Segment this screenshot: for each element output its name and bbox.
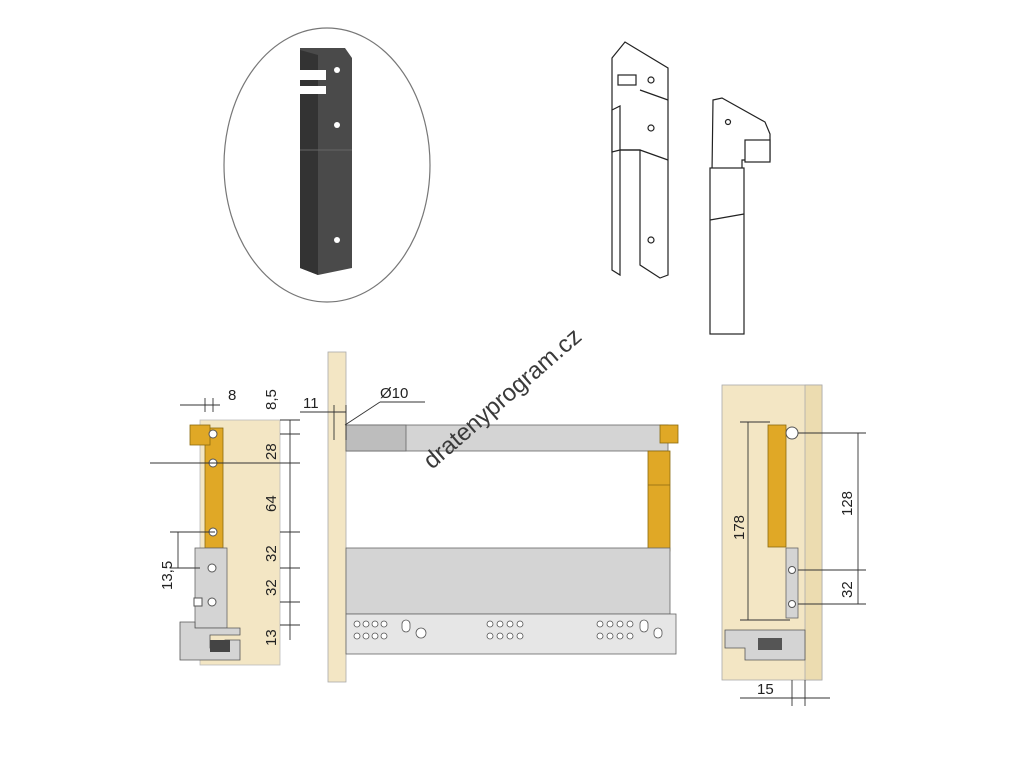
dim-32-lower: 32 <box>263 579 280 596</box>
bracket-right-view <box>709 97 771 335</box>
dim-28: 28 <box>263 443 280 460</box>
dim-178: 178 <box>731 515 748 540</box>
dim-diameter-10: Ø10 <box>380 385 408 402</box>
runner-holes <box>353 619 663 640</box>
dim-128: 128 <box>839 491 856 516</box>
drawer-elevation: 11 Ø10 <box>300 351 679 683</box>
bracket-line-drawings <box>611 41 771 335</box>
dim-8: 8 <box>228 387 236 404</box>
bracket-inset <box>223 27 431 303</box>
dim-64: 64 <box>263 495 280 512</box>
dim-15: 15 <box>757 681 774 698</box>
middle-dimension-lines <box>300 401 425 440</box>
dark-bracket-render <box>300 48 352 275</box>
dim-13-5: 13,5 <box>159 561 176 590</box>
dim-32-upper: 32 <box>263 545 280 562</box>
dim-11: 11 <box>303 395 319 412</box>
left-dimension-lines <box>150 398 300 640</box>
watermark-text: dratenyprogram.cz <box>418 323 587 475</box>
dim-8-5: 8,5 <box>263 389 280 410</box>
dim-32-right: 32 <box>839 581 856 598</box>
dim-13: 13 <box>263 629 280 646</box>
bracket-left-view <box>611 41 669 279</box>
left-elevation: 8 8,5 28 64 32 32 13 13,5 <box>150 387 300 666</box>
right-section: 178 128 32 15 <box>721 384 866 706</box>
right-dimension-lines <box>740 421 866 706</box>
